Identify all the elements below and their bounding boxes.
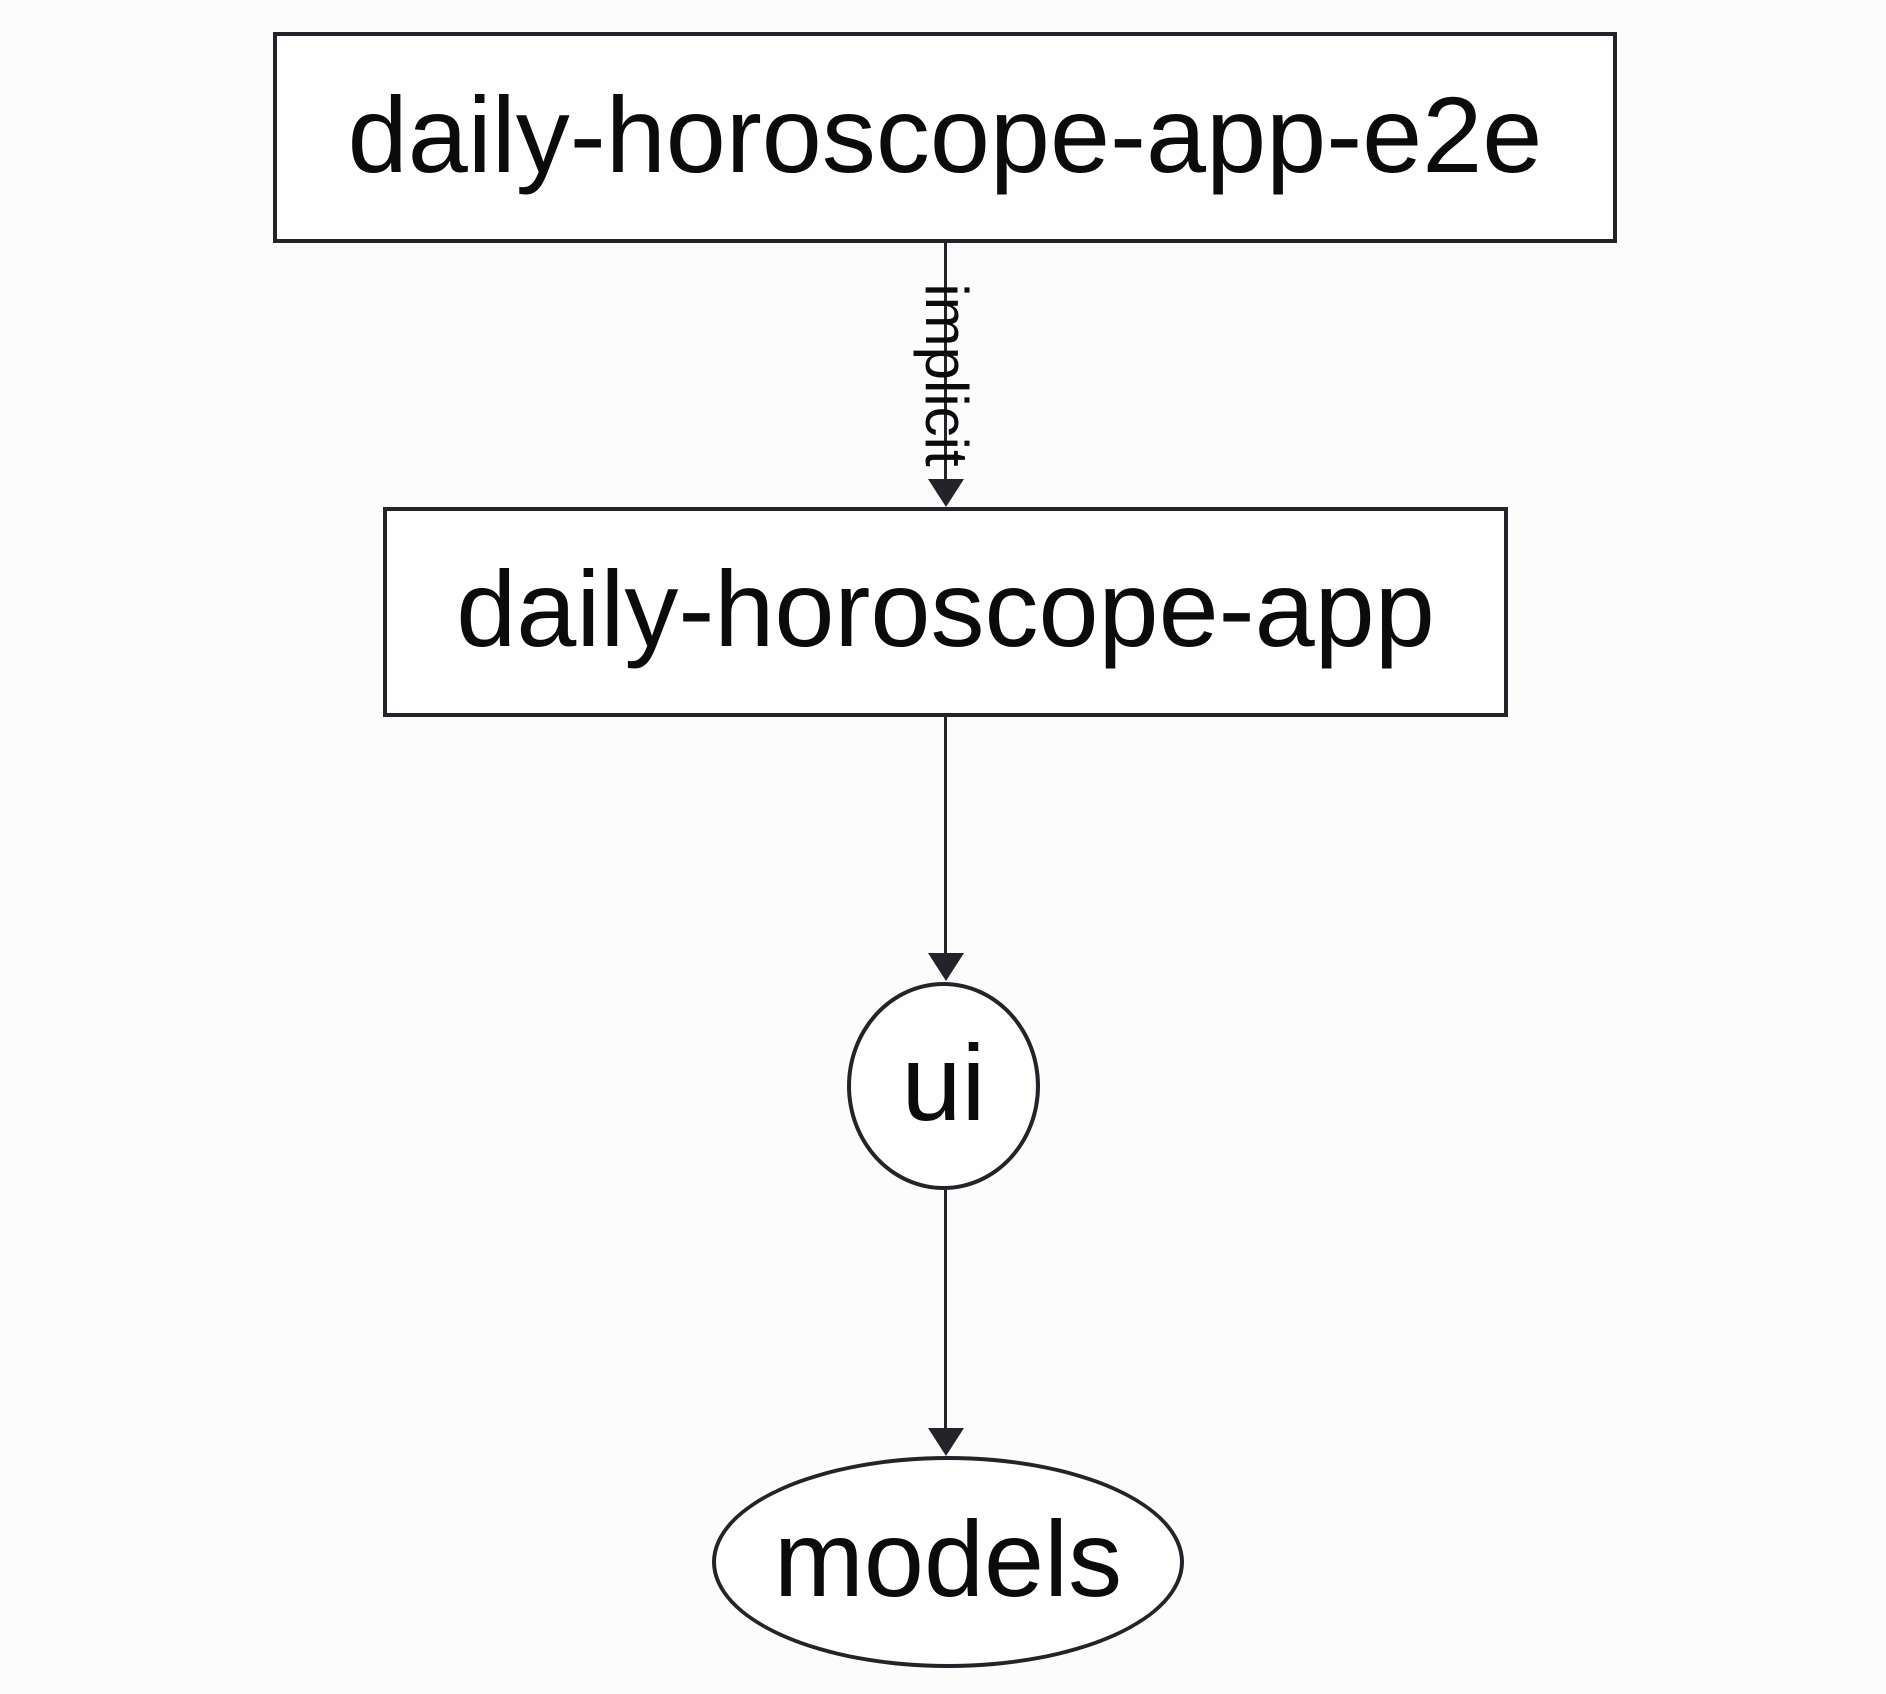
node-ui[interactable]: ui [847, 982, 1040, 1190]
node-daily-horoscope-app-e2e[interactable]: daily-horoscope-app-e2e [273, 32, 1617, 243]
arrowhead-down-icon [928, 479, 964, 507]
node-label-daily-horoscope-app-e2e: daily-horoscope-app-e2e [347, 73, 1543, 195]
edge-app-to-ui-line [944, 717, 947, 955]
node-daily-horoscope-app[interactable]: daily-horoscope-app [383, 507, 1508, 717]
node-label-models: models [773, 1498, 1123, 1619]
node-models[interactable]: models [712, 1456, 1184, 1668]
node-label-ui: ui [901, 1022, 986, 1143]
edge-e2e-to-app-line [944, 243, 947, 479]
arrowhead-down-icon [928, 1428, 964, 1456]
node-label-daily-horoscope-app: daily-horoscope-app [456, 548, 1435, 669]
edge-ui-to-models-line [944, 1190, 947, 1430]
arrowhead-down-icon [928, 953, 964, 981]
edge-label-implicit: implicit [913, 283, 980, 467]
